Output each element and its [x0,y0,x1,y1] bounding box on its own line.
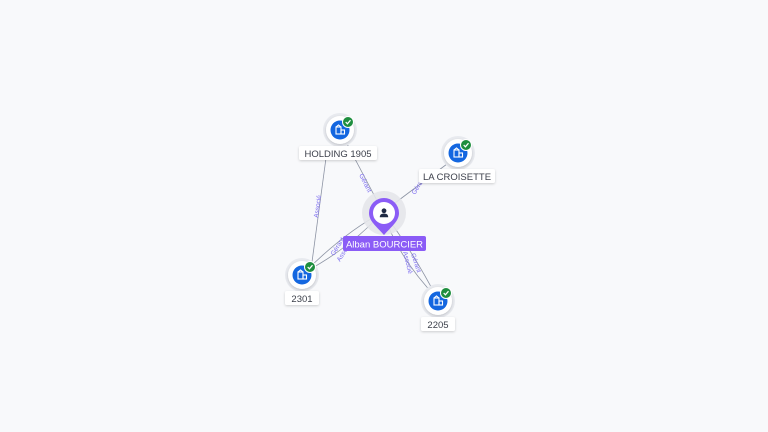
company-node-holding-1905[interactable] [323,113,357,147]
edge-label-holding-2301: Associé [313,194,323,218]
verified-check-icon [440,287,452,299]
building-icon [453,147,464,158]
company-node-2301[interactable] [285,258,319,292]
svg-text:HOLDING 1905: HOLDING 1905 [304,149,371,160]
person-icon [379,208,389,218]
svg-text:2205: 2205 [427,320,448,331]
svg-text:2301: 2301 [291,294,312,305]
verified-check-icon [342,116,354,128]
verified-check-icon [304,261,316,273]
company-label-2205: 2205 [421,317,455,331]
svg-text:Alban BOURCIER: Alban BOURCIER [346,240,423,251]
company-label-2301: 2301 [285,291,319,305]
building-icon [335,124,346,135]
person-label-center: Alban BOURCIER [343,236,426,251]
person-node-center[interactable] [362,191,406,235]
company-node-2205[interactable] [421,284,455,318]
company-label-la-croisette: LA CROISETTE [419,169,495,183]
svg-text:LA CROISETTE: LA CROISETTE [423,172,491,183]
company-label-holding-1905: HOLDING 1905 [299,146,377,160]
verified-check-icon [460,139,472,151]
edge-label-holding: Gérant [357,173,372,194]
building-icon [297,269,308,280]
company-node-la-croisette[interactable] [441,136,475,170]
edge-holding-2301[interactable] [311,157,327,263]
building-icon [433,295,444,306]
